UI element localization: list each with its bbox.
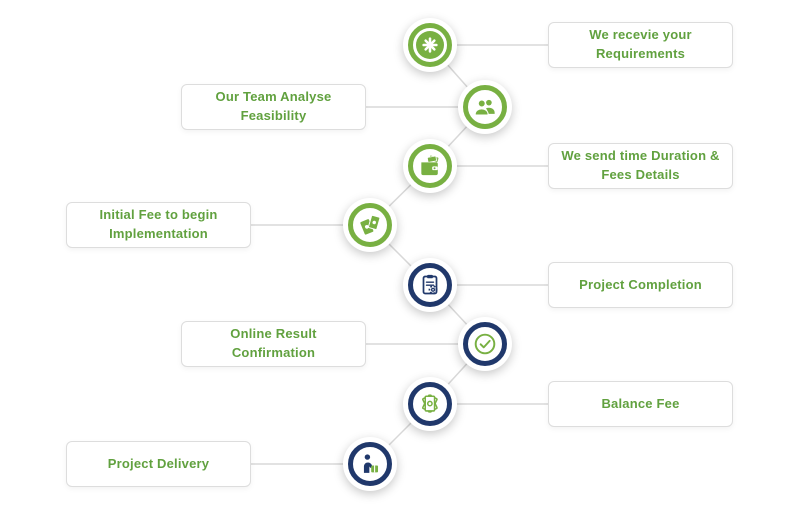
step-node-duration-fees [403,139,457,193]
step-node-project-completion [403,258,457,312]
step-core [416,31,444,59]
step-label-requirements: We recevie your Requirements [548,22,733,68]
step-label-project-completion: Project Completion [548,262,733,308]
check-circle-icon [474,333,496,355]
delivery-person-icon [363,454,379,473]
step-node-initial-fee [343,198,397,252]
step-node-balance-fee [403,377,457,431]
step-label-feasibility: Our Team Analyse Feasibility [181,84,366,130]
cash-fan-icon [422,394,438,413]
step-node-requirements [403,18,457,72]
step-node-project-delivery [343,437,397,491]
step-ring [463,322,507,366]
team-icon [474,99,495,116]
step-label-initial-fee: Initial Fee to begin Implementation [66,202,251,248]
step-label-duration-fees: We send time Duration & Fees Details [548,143,733,189]
wallet-icon [421,155,439,176]
step-ring [348,203,392,247]
step-label-project-delivery: Project Delivery [66,441,251,487]
banknotes-icon [360,214,381,235]
step-node-feasibility [458,80,512,134]
step-ring [348,442,392,486]
step-label-result-confirmation: Online Result Confirmation [181,321,366,367]
step-ring [463,85,507,129]
step-ring [408,23,452,67]
step-ring [408,382,452,426]
step-ring [408,144,452,188]
clipboard-gear-icon [422,274,438,295]
step-label-balance-fee: Balance Fee [548,381,733,427]
asterisk-icon [422,37,438,53]
step-node-result-confirmation [458,317,512,371]
step-ring [408,263,452,307]
